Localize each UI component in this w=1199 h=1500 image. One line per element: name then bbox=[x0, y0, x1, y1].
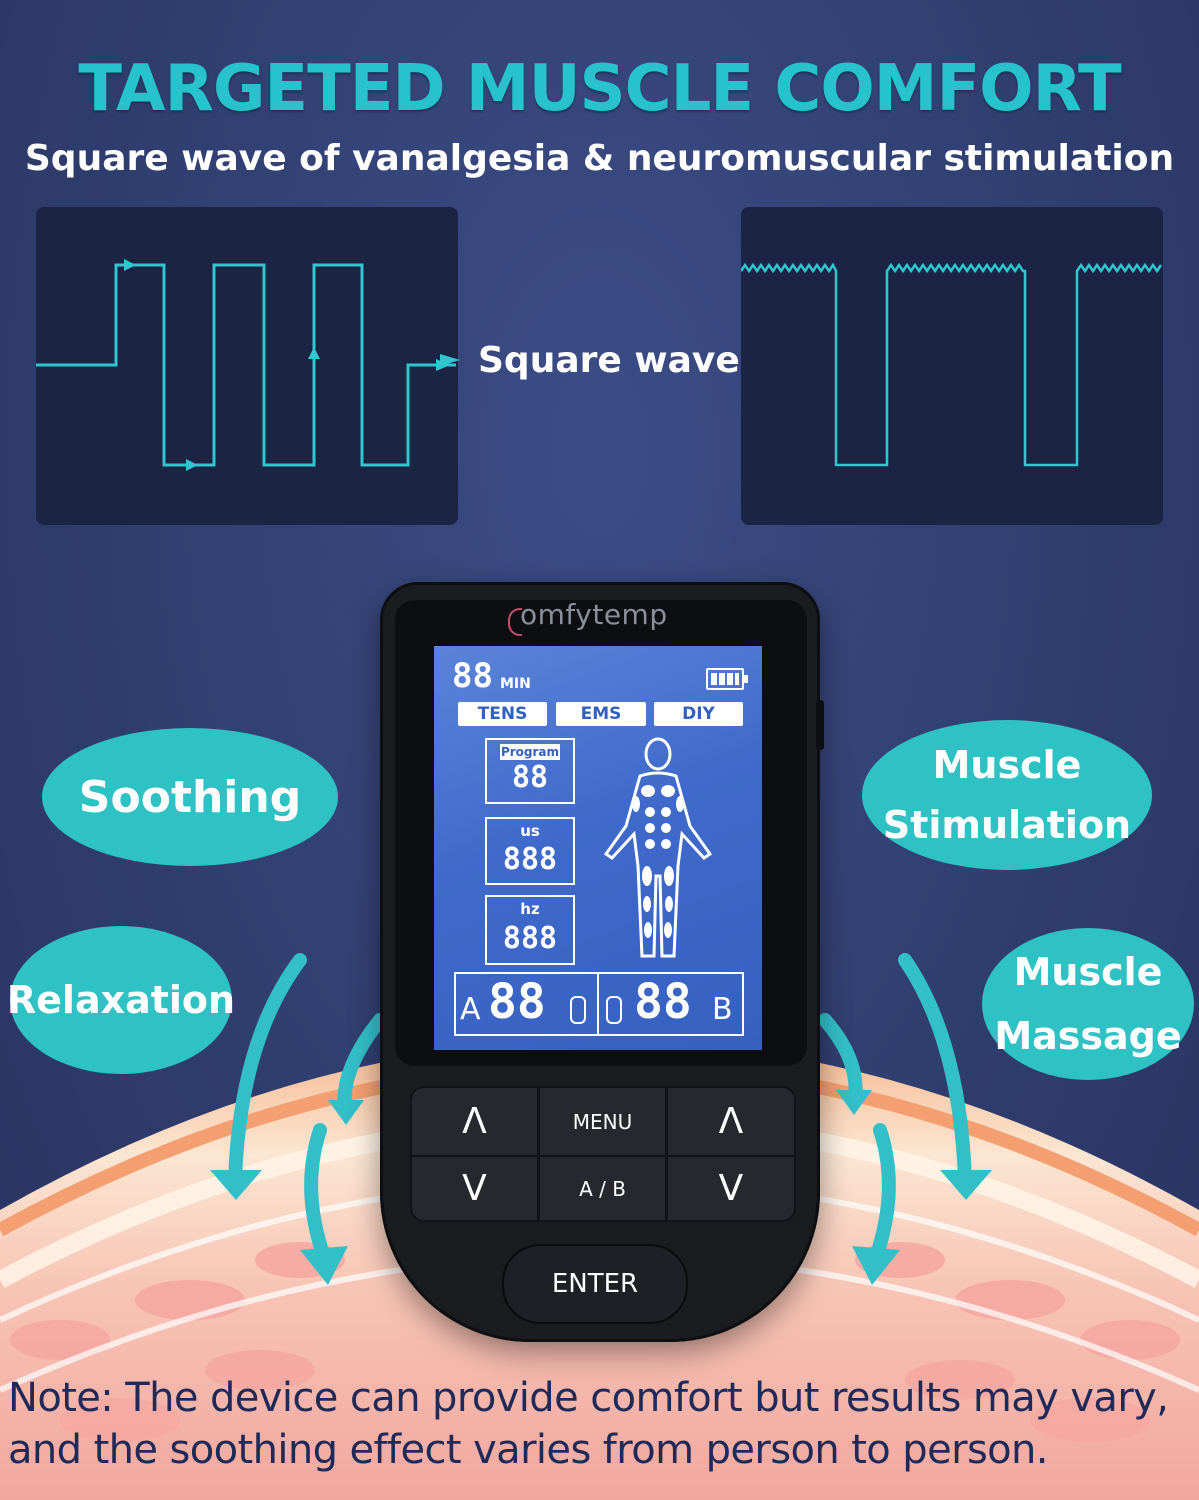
brand-name: omfytemp bbox=[520, 598, 668, 631]
frequency-box: hz 888 bbox=[485, 895, 575, 965]
us-value: 888 bbox=[502, 842, 558, 877]
soothing-label: Soothing bbox=[78, 771, 302, 823]
channel-display bbox=[454, 972, 744, 1036]
timer-display: 88 bbox=[452, 656, 493, 696]
chevron-up-icon: Λ bbox=[718, 1101, 744, 1142]
brand-logo-mark bbox=[508, 608, 522, 636]
page-subtitle: Square wave of vanalgesia & neuromuscula… bbox=[24, 138, 1175, 179]
ab-button-label: A / B bbox=[579, 1176, 626, 1201]
program-box: Program 88 bbox=[485, 738, 575, 804]
enter-button-label: ENTER bbox=[551, 1269, 639, 1299]
page-title: TARGETED MUSCLE COMFORT bbox=[78, 52, 1121, 126]
program-value: 88 bbox=[511, 760, 549, 795]
pulse-width-box: us 888 bbox=[485, 817, 575, 885]
hz-label: hz bbox=[520, 900, 540, 918]
muscle-stimulation-label-2: Stimulation bbox=[882, 803, 1132, 847]
channel-a-label: A bbox=[460, 992, 481, 1027]
muscle-massage-bubble: Muscle Massage bbox=[982, 928, 1194, 1080]
chevron-down-icon: V bbox=[462, 1168, 487, 1209]
mode-tab-diy: DIY bbox=[654, 702, 743, 726]
relaxation-label: Relaxation bbox=[6, 978, 236, 1022]
channel-a-up-button[interactable]: Λ bbox=[412, 1088, 537, 1155]
square-wave-panel-left bbox=[36, 207, 458, 525]
channel-b-wave-icon bbox=[606, 996, 622, 1024]
mode-tab-ems: EMS bbox=[556, 702, 646, 726]
channel-b-label: B bbox=[712, 992, 733, 1027]
disclaimer-note: Note: The device can provide comfort but… bbox=[8, 1372, 1198, 1476]
square-wave-label: Square wave bbox=[478, 340, 740, 381]
menu-button[interactable]: MENU bbox=[540, 1088, 665, 1155]
channel-a-down-button[interactable]: V bbox=[412, 1157, 537, 1220]
ab-button[interactable]: A / B bbox=[540, 1157, 665, 1220]
channel-b-down-button[interactable]: V bbox=[668, 1157, 794, 1220]
side-button[interactable] bbox=[816, 700, 824, 750]
hz-value: 888 bbox=[502, 921, 558, 956]
us-label: us bbox=[520, 822, 540, 840]
disclaimer-line-1: Note: The device can provide comfort but… bbox=[8, 1375, 1169, 1421]
chevron-down-icon: V bbox=[718, 1168, 744, 1209]
channel-a-wave-icon bbox=[570, 996, 586, 1024]
battery-icon bbox=[706, 668, 748, 690]
muscle-massage-label-2: Massage bbox=[994, 1014, 1182, 1058]
channel-b-up-button[interactable]: Λ bbox=[668, 1088, 794, 1155]
program-label: Program bbox=[500, 744, 560, 760]
soothing-bubble: Soothing bbox=[42, 728, 338, 866]
wave-arrow bbox=[440, 352, 464, 372]
menu-button-label: MENU bbox=[572, 1109, 633, 1134]
body-figure-icon bbox=[603, 737, 713, 958]
muscle-stimulation-label-1: Muscle bbox=[932, 743, 1082, 787]
modulated-wave-graph bbox=[739, 262, 1163, 467]
enter-button[interactable]: ENTER bbox=[502, 1244, 688, 1324]
square-wave-panel-right bbox=[739, 207, 1163, 525]
muscle-stimulation-bubble: Muscle Stimulation bbox=[862, 720, 1152, 870]
timer-unit: MIN bbox=[500, 676, 531, 692]
muscle-massage-label-1: Muscle bbox=[1013, 950, 1163, 994]
mode-tab-tens: TENS bbox=[458, 702, 547, 726]
channel-a-intensity: 88 bbox=[488, 974, 546, 1030]
disclaimer-line-2: and the soothing effect varies from pers… bbox=[8, 1427, 1049, 1473]
channel-b-intensity: 88 bbox=[634, 974, 692, 1030]
chevron-up-icon: Λ bbox=[462, 1101, 487, 1142]
relaxation-bubble: Relaxation bbox=[6, 926, 236, 1074]
square-wave-graph bbox=[36, 259, 456, 471]
